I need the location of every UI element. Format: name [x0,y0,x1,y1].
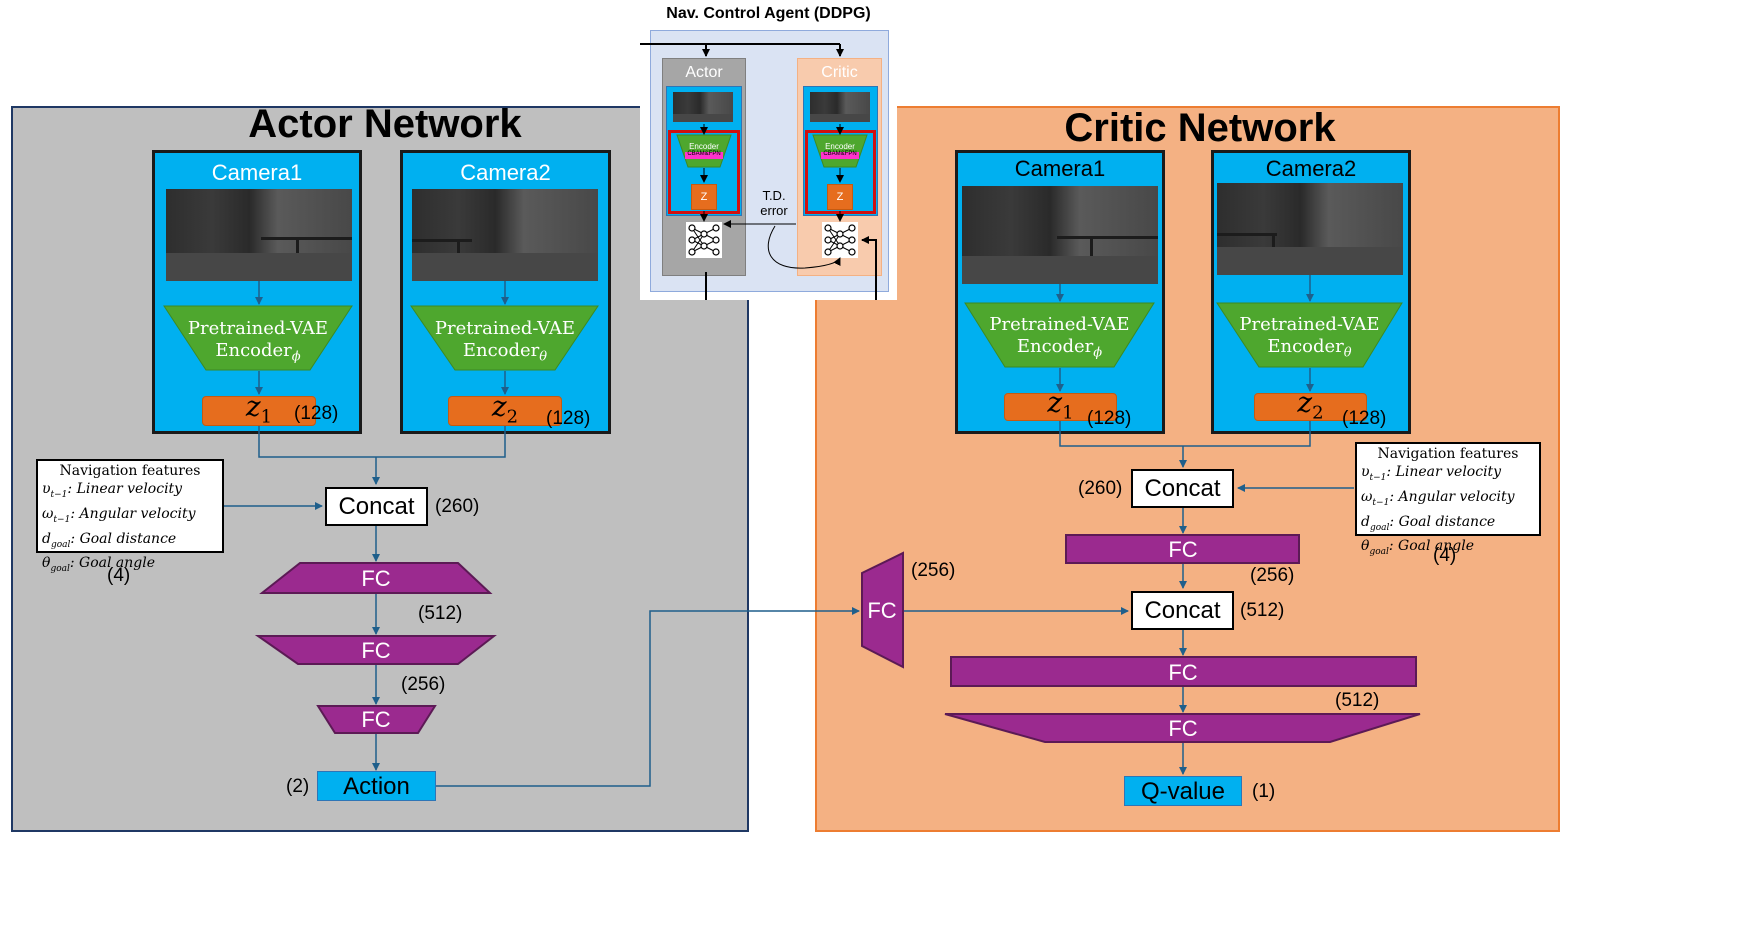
ddpg-actor-neural-net-icon [686,222,722,258]
critic-fc1-shape [1065,534,1300,564]
actor-z2-dim: (128) [546,408,591,429]
actor-encoder1-shape [163,305,353,371]
actor-nav-line-3: dgoal: Goal distance [42,530,177,550]
actor-fc2-shape [254,635,497,665]
actor-encoder2-shape [410,305,599,371]
actor-camera2-title: Camera2 [460,160,551,185]
critic-nav-features-box: Navigation features υt−1: Linear velocit… [1355,442,1541,557]
ddpg-actor-encoder-label: Encoder [689,142,719,151]
ddpg-actor-encoder-shape [676,134,732,168]
critic-fc-action-dim: (256) [911,560,956,581]
actor-z1-dim: (128) [294,403,339,424]
critic-z1-dim: (128) [1087,408,1132,429]
ddpg-td-error-label: T.D.error [760,188,788,218]
critic-nav-dim: (4) [1433,545,1457,566]
actor-z2-box [448,396,562,426]
actor-network-title: Actor Network [248,102,522,146]
actor-camera1-title: Camera1 [211,160,303,185]
ddpg-actor-camera-image [673,92,733,122]
critic-concat2-box [1131,591,1234,630]
actor-z1-box [202,396,316,426]
actor-concat-dim: (260) [435,496,480,517]
actor-z2-label: z2 [491,390,519,428]
ddpg-critic-encoder-shape [812,134,868,168]
actor-nav-line-1: υt−1: Linear velocity [42,481,183,500]
actor-nav-line-2: ωt−1: Angular velocity [42,505,196,525]
ddpg-critic-encoder-label: Encoder [825,142,855,151]
actor-nav-features-box: Navigation features υt−1: Linear velocit… [36,459,224,574]
actor-camera2-image [412,189,598,281]
ddpg-critic-cbam-label: CBAM&FPN [823,151,857,157]
critic-z1-box [1004,393,1117,421]
critic-concat1-box [1131,469,1234,508]
critic-nav-line-3: dgoal: Goal distance [1361,513,1496,533]
actor-nav-features-title: Navigation features [59,463,201,479]
critic-fc2-shape [950,656,1417,687]
critic-fc1-label: FC [1168,537,1198,562]
q-value-dim: (1) [1252,781,1276,802]
critic-z1-label: z1 [1047,386,1074,424]
action-output-box: Action [317,771,436,801]
critic-fc-action-shape [861,551,904,669]
ddpg-actor-label: Actor [685,64,723,81]
actor-concat-box [325,487,428,526]
critic-nav-line-1: υt−1: Linear velocity [1361,464,1502,483]
critic-concat2-label: Concat [1144,597,1221,624]
ddpg-actor-z: Z [691,184,717,210]
critic-z2-box [1254,393,1367,421]
ddpg-critic-z: Z [827,184,853,210]
actor-fc3-label: FC [361,707,391,732]
ddpg-actor-cbam-label: CBAM&FPN [687,151,721,157]
critic-camera1-image [962,186,1158,284]
critic-fc2-label: FC [1168,660,1198,685]
action-dim: (2) [286,776,310,797]
actor-concat-label: Concat [338,493,415,520]
ddpg-title: Nav. Control Agent (DDPG) [666,5,871,22]
critic-camera2-title: Camera2 [1265,156,1357,181]
critic-fc1-dim: (256) [1250,565,1295,586]
critic-network-title: Critic Network [1064,106,1336,150]
actor-nav-dim: (4) [107,565,131,586]
q-value-output-box: Q-value [1124,776,1242,806]
critic-nav-line-2: ωt−1: Angular velocity [1361,488,1515,508]
critic-encoder1-shape [964,302,1155,368]
actor-nav-line-4: θgoal: Goal angle [42,555,156,575]
critic-fc3-shape [944,713,1421,743]
actor-fc1-dim: (512) [418,603,463,624]
ddpg-critic-camera-image [810,92,870,122]
critic-concat1-label: Concat [1144,475,1221,502]
actor-fc1-label: FC [361,566,391,591]
critic-concat1-dim: (260) [1078,478,1123,499]
actor-fc1-shape [259,562,493,594]
critic-z2-label: z2 [1297,386,1324,424]
critic-camera1-title: Camera1 [1014,156,1106,181]
actor-fc2-label: FC [361,638,391,663]
ddpg-critic-neural-net-icon [822,222,858,258]
critic-fc2-dim: (512) [1335,690,1380,711]
critic-fc-action-label: FC [867,598,897,623]
actor-z1-label: z1 [245,390,273,428]
critic-encoder2-shape [1216,302,1403,368]
critic-nav-line-4: θgoal: Goal angle [1361,538,1475,558]
ddpg-critic-label: Critic [821,64,858,81]
actor-fc2-dim: (256) [401,674,446,695]
actor-camera1-image [166,189,352,281]
critic-nav-features-title: Navigation features [1377,446,1519,462]
critic-z2-dim: (128) [1342,408,1387,429]
actor-fc3-shape [316,705,437,734]
critic-concat2-dim: (512) [1240,600,1285,621]
critic-fc3-label: FC [1168,716,1198,741]
critic-camera2-image [1217,183,1403,275]
